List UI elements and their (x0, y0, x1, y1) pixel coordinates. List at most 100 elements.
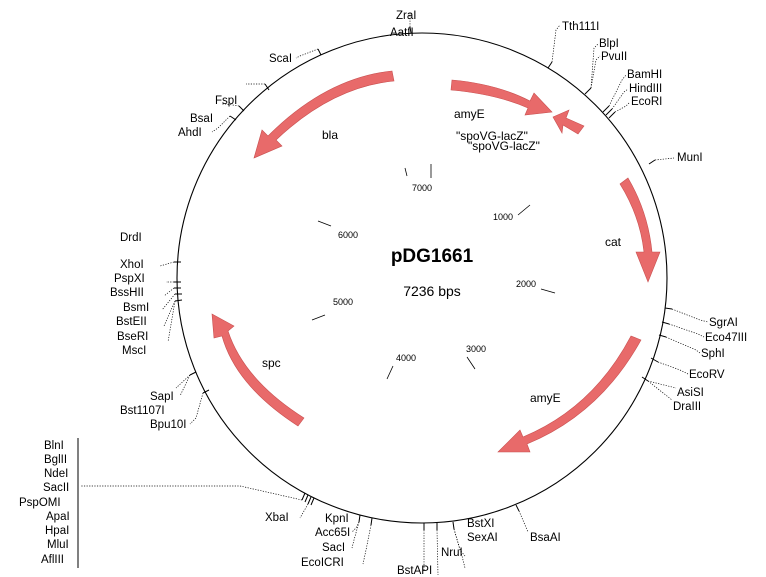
site-label-ScaI: ScaI (269, 53, 292, 65)
leader-line (407, 26, 411, 31)
leader-line (671, 308, 709, 323)
site-label-ApaI: ApaI (46, 511, 70, 523)
site-label-SexAI: SexAI (467, 532, 498, 544)
site-label-EcoRV: EcoRV (689, 369, 725, 381)
site-label-ZraI: ZraI (396, 10, 416, 22)
cat-arrow (619, 177, 661, 283)
leader-line (167, 300, 176, 343)
leader-line (80, 485, 303, 501)
site-tick (584, 87, 592, 95)
leader-line (189, 392, 204, 425)
site-label-DrdI: DrdI (120, 232, 142, 244)
site-label-SacII: SacII (43, 482, 69, 494)
leader-line (647, 380, 673, 401)
leader-line (654, 157, 675, 161)
leader-line (590, 43, 599, 89)
amyE-top-arrow (450, 79, 553, 116)
feature-label-cat: cat (605, 235, 622, 249)
scale-tick-mark (311, 314, 326, 321)
site-label-FspI: FspI (215, 95, 237, 107)
site-label-HindIII: HindIII (629, 83, 662, 95)
site-label-PspXI: PspXI (114, 273, 145, 285)
site-label-SgrAI: SgrAI (709, 317, 738, 329)
leader-line (211, 115, 231, 133)
leader-line (608, 74, 627, 107)
site-label-Acc65I: Acc65I (315, 527, 350, 539)
site-tick (229, 115, 237, 121)
site-label-MunI: MunI (677, 152, 703, 164)
scale-ticks: 7000 1000 2000 3000 4000 5000 6000 (311, 164, 556, 380)
site-tick (310, 497, 315, 506)
leader-line (163, 300, 176, 327)
site-label-BsaI: BsaI (190, 113, 213, 125)
scale-tick-label: 5000 (333, 297, 353, 307)
site-label-XhoI: XhoI (120, 259, 144, 271)
leader-line (179, 374, 191, 397)
bla-arrow (253, 70, 395, 159)
scale-tick-mark (386, 365, 394, 380)
site-tick (202, 389, 210, 394)
site-label-HpaI: HpaI (45, 525, 69, 537)
scale-tick-label: 2000 (516, 279, 536, 289)
site-label-XbaI: XbaI (265, 512, 289, 524)
leader-line (614, 101, 631, 113)
leader-line (590, 55, 601, 89)
leader-line (665, 336, 701, 354)
site-tick (608, 111, 616, 119)
leader-line (611, 88, 629, 110)
site-label-NruI: NruI (441, 547, 463, 559)
site-label-BlnI: BlnI (44, 440, 64, 452)
site-label-BsmI: BsmI (123, 302, 149, 314)
site-label-BstEII: BstEII (116, 316, 147, 328)
scale-tick-mark (317, 220, 332, 227)
leader-line (175, 374, 191, 389)
leader-line (159, 261, 175, 267)
site-tick (304, 494, 309, 503)
site-tick (189, 371, 197, 376)
site-label-EclCRI: EcoICRI (301, 557, 344, 569)
site-tick (317, 48, 322, 56)
site-label-Tth111I: Tth111I (562, 21, 599, 33)
site-tick (648, 159, 656, 165)
plasmid-backbone (176, 32, 668, 524)
site-label-BssHII: BssHII (110, 287, 144, 299)
leader-line (163, 287, 175, 297)
leader-line (668, 323, 705, 338)
feature-label-spc: spc (262, 356, 281, 370)
site-label-BstAPI: BstAPI (397, 565, 432, 577)
site-tick (515, 504, 520, 512)
site-label-BseRI: BseRI (117, 331, 148, 343)
site-label-Bpu10I: Bpu10I (150, 419, 186, 431)
leader-line (436, 529, 439, 576)
spc-arrow (211, 313, 305, 427)
feature-label-spoVG-lacZ-2: "spoVG-lacZ" (468, 139, 540, 153)
leader-line (551, 24, 561, 63)
site-label-MscI: MscI (122, 345, 146, 357)
site-labels: ZraI AatII Tth111I BlpI PvuII BamHI Hind… (19, 10, 747, 577)
scale-tick-label: 4000 (396, 353, 416, 363)
site-label-AhdI: AhdI (178, 127, 202, 139)
site-tick (264, 83, 270, 91)
site-tick (605, 108, 613, 116)
site-tick (602, 105, 610, 113)
site-label-EcoRI: EcoRI (631, 96, 662, 108)
site-tick (238, 105, 245, 112)
site-label-AatII: AatII (390, 27, 414, 39)
amyE-bottom-arrow (497, 335, 642, 453)
scale-tick-mark (466, 356, 476, 370)
site-label-AsiSI: AsiSI (677, 387, 704, 399)
feature-label-spoVG-lacZ: "spoVG-lacZ" (456, 129, 528, 143)
site-tick (307, 496, 312, 505)
leader-line (453, 528, 466, 569)
site-label-Bst1107I: Bst1107I (120, 405, 165, 417)
site-label-SapI: SapI (150, 391, 174, 403)
scale-tick-label: 1000 (493, 212, 513, 222)
leader-line (657, 361, 689, 375)
site-tick (641, 376, 649, 382)
site-label-KpnI: KpnI (325, 513, 349, 525)
site-label-Eco47III: Eco47III (705, 332, 747, 344)
plasmid-size: 7236 bps (403, 283, 461, 299)
site-label-SphI: SphI (701, 348, 725, 360)
site-label-MluI: MluI (47, 539, 69, 551)
